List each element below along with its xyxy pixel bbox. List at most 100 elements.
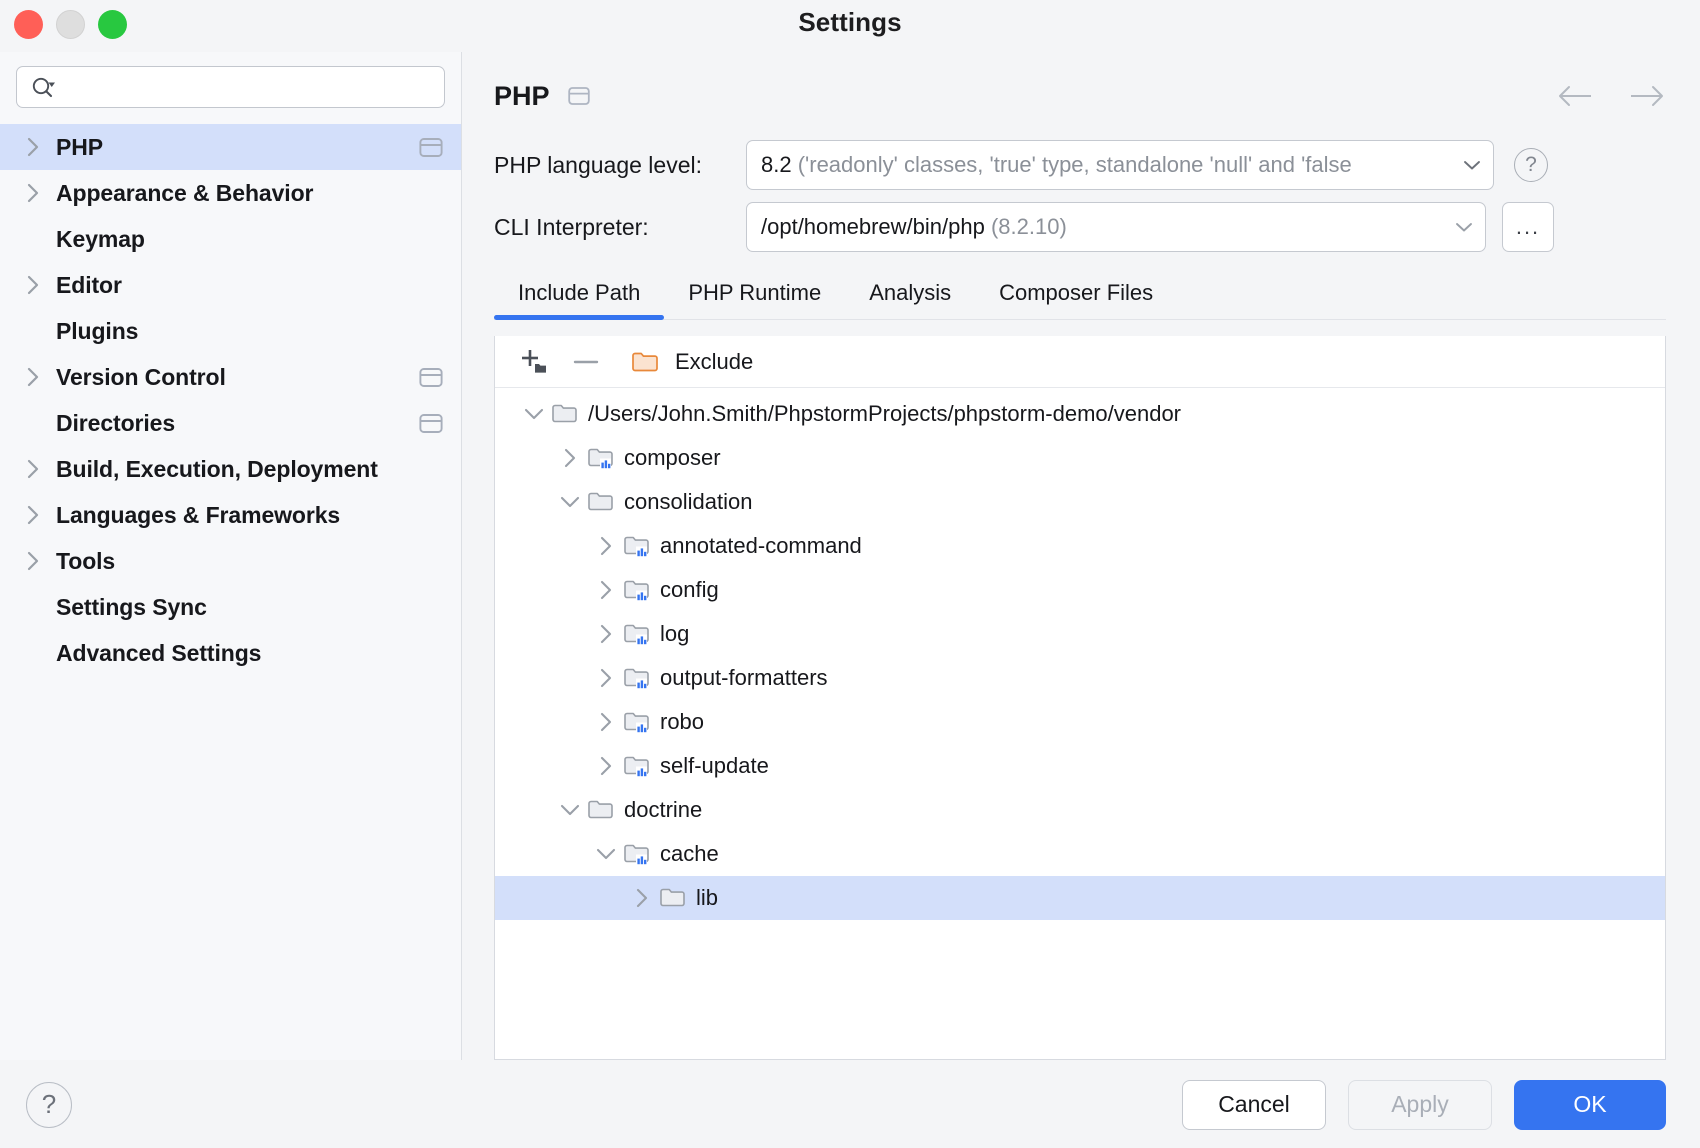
chevron-right-icon[interactable] — [22, 550, 56, 572]
dialog-footer: ? Cancel Apply OK — [0, 1060, 1700, 1148]
cancel-button[interactable]: Cancel — [1182, 1079, 1326, 1130]
cli-interpreter-browse-button[interactable]: ... — [1502, 202, 1554, 252]
ok-button[interactable]: OK — [1514, 1079, 1666, 1130]
sidebar-item-php[interactable]: PHP — [0, 124, 461, 170]
arrow-right-icon[interactable] — [1626, 83, 1666, 109]
sidebar-item-label: Version Control — [56, 363, 226, 390]
language-level-dropdown[interactable]: 8.2 ('readonly' classes, 'true' type, st… — [746, 140, 1494, 190]
chevron-right-icon[interactable] — [589, 667, 623, 689]
sidebar-item-label: Settings Sync — [56, 593, 207, 620]
tree-row-label: annotated-command — [660, 533, 862, 558]
tree-row[interactable]: doctrine — [495, 788, 1665, 832]
chevron-right-icon[interactable] — [589, 623, 623, 645]
remove-path-button[interactable] — [563, 341, 609, 383]
tree-row-label: log — [660, 621, 690, 646]
chevron-down-icon[interactable] — [553, 491, 587, 513]
language-level-help-icon[interactable]: ? — [1514, 148, 1548, 182]
sidebar-item-appearance-behavior[interactable]: Appearance & Behavior — [0, 170, 461, 216]
tab-php-runtime[interactable]: PHP Runtime — [688, 280, 822, 305]
title-bar: Settings — [0, 0, 1700, 52]
tree-row[interactable]: /Users/John.Smith/PhpstormProjects/phpst… — [495, 392, 1665, 436]
chevron-right-icon[interactable] — [22, 274, 56, 296]
page-title: PHP — [494, 80, 550, 111]
minimize-window-button[interactable] — [56, 10, 85, 39]
tree-row[interactable]: cache — [495, 832, 1665, 876]
project-scope-icon — [419, 367, 443, 388]
arrow-left-icon[interactable] — [1556, 83, 1596, 109]
tree-row[interactable]: lib — [495, 876, 1665, 920]
tree-row[interactable]: self-update — [495, 744, 1665, 788]
search-box[interactable] — [16, 66, 445, 108]
search-input[interactable] — [63, 76, 434, 98]
cli-interpreter-value-main: /opt/homebrew/bin/php — [761, 214, 985, 239]
php-settings-tabs: Include Path PHP Runtime Analysis Composer … — [462, 258, 1700, 320]
chevron-right-icon[interactable] — [589, 711, 623, 733]
chevron-right-icon[interactable] — [22, 504, 56, 526]
close-window-button[interactable] — [14, 10, 43, 39]
page-header: PHP — [462, 52, 1700, 124]
search-container — [0, 52, 461, 122]
tree-row[interactable]: config — [495, 568, 1665, 612]
traffic-light-controls — [14, 10, 127, 39]
sidebar-item-keymap[interactable]: Keymap — [0, 216, 461, 262]
chevron-right-icon[interactable] — [553, 447, 587, 469]
tree-row[interactable]: output-formatters — [495, 656, 1665, 700]
chevron-right-icon[interactable] — [589, 535, 623, 557]
tree-row[interactable]: annotated-command — [495, 524, 1665, 568]
chevron-right-icon[interactable] — [22, 458, 56, 480]
chevron-down-icon[interactable] — [517, 403, 551, 425]
include-path-toolbar: Exclude — [495, 336, 1665, 388]
cli-interpreter-value-detail: (8.2.10) — [990, 214, 1067, 239]
folder-library-icon — [587, 446, 615, 470]
sidebar-item-build-execution-deployment[interactable]: Build, Execution, Deployment — [0, 446, 461, 492]
tree-row-label: consolidation — [624, 489, 753, 514]
tabs-divider — [494, 319, 1666, 320]
chevron-right-icon[interactable] — [22, 366, 56, 388]
sidebar-item-label: Appearance & Behavior — [56, 179, 314, 206]
folder-icon — [587, 798, 615, 822]
apply-button[interactable]: Apply — [1348, 1079, 1492, 1130]
sidebar-item-tools[interactable]: Tools — [0, 538, 461, 584]
project-scope-icon — [567, 86, 590, 106]
tree-row-label: config — [660, 577, 719, 602]
chevron-down-icon[interactable] — [589, 843, 623, 865]
include-path-tree: /Users/John.Smith/PhpstormProjects/phpst… — [495, 388, 1665, 1059]
sidebar-item-languages-frameworks[interactable]: Languages & Frameworks — [0, 492, 461, 538]
language-level-value-main: 8.2 — [761, 152, 792, 177]
add-path-button[interactable] — [511, 341, 557, 383]
sidebar-item-directories[interactable]: Directories — [0, 400, 461, 446]
sidebar-item-label: Advanced Settings — [56, 639, 262, 666]
search-icon — [31, 76, 57, 98]
sidebar-item-advanced-settings[interactable]: Advanced Settings — [0, 630, 461, 676]
sidebar-item-plugins[interactable]: Plugins — [0, 308, 461, 354]
cli-interpreter-dropdown[interactable]: /opt/homebrew/bin/php (8.2.10) — [746, 202, 1486, 252]
maximize-window-button[interactable] — [98, 10, 127, 39]
help-button[interactable]: ? — [26, 1081, 72, 1128]
language-level-value: 8.2 ('readonly' classes, 'true' type, st… — [761, 152, 1455, 178]
tree-row-label: /Users/John.Smith/PhpstormProjects/phpst… — [588, 401, 1182, 426]
chevron-right-icon[interactable] — [589, 579, 623, 601]
sidebar-item-label: Plugins — [56, 317, 139, 344]
chevron-right-icon[interactable] — [22, 182, 56, 204]
tree-row[interactable]: consolidation — [495, 480, 1665, 524]
chevron-down-icon[interactable] — [553, 799, 587, 821]
sidebar-item-version-control[interactable]: Version Control — [0, 354, 461, 400]
tab-include-path[interactable]: Include Path — [494, 280, 665, 320]
sidebar-item-settings-sync[interactable]: Settings Sync — [0, 584, 461, 630]
tab-composer-files[interactable]: Composer Files — [999, 280, 1154, 305]
sidebar-item-label: Editor — [56, 271, 122, 298]
project-scope-icon — [419, 413, 443, 434]
sidebar-item-editor[interactable]: Editor — [0, 262, 461, 308]
tree-row[interactable]: log — [495, 612, 1665, 656]
chevron-right-icon[interactable] — [22, 136, 56, 158]
tree-row[interactable]: composer — [495, 436, 1665, 480]
chevron-down-icon — [1455, 221, 1473, 233]
chevron-right-icon[interactable] — [625, 887, 659, 909]
tab-analysis[interactable]: Analysis — [869, 280, 952, 305]
sidebar-item-label: Directories — [56, 409, 176, 436]
tree-row[interactable]: robo — [495, 700, 1665, 744]
folder-library-icon — [623, 622, 651, 646]
chevron-right-icon[interactable] — [589, 755, 623, 777]
folder-library-icon — [623, 534, 651, 558]
